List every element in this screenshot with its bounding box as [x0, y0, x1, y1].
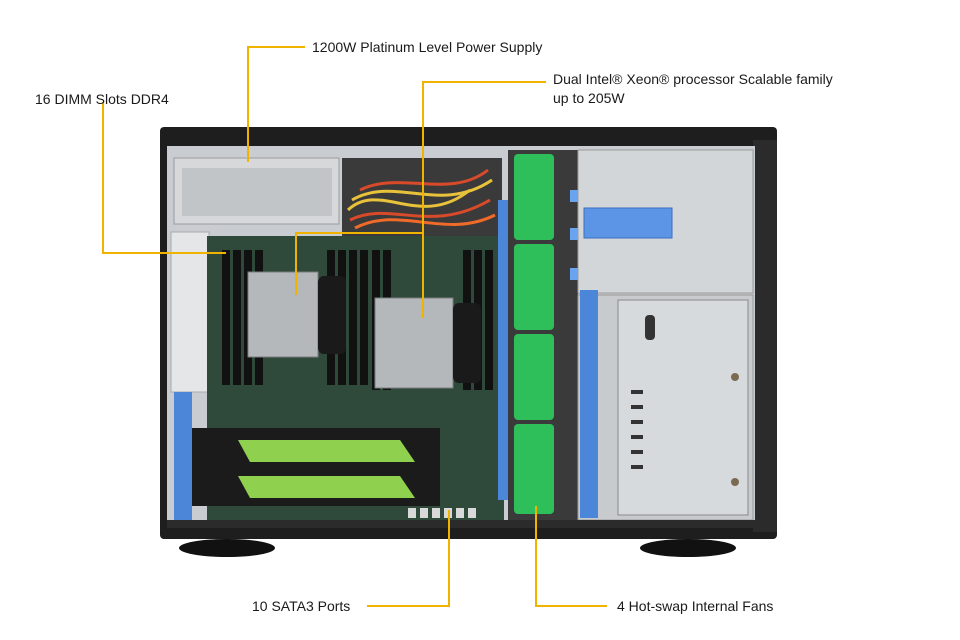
left-bracket	[170, 231, 210, 393]
cpu-heatsink-1	[247, 271, 319, 358]
callout-power-supply: 1200W Platinum Level Power Supply	[312, 39, 543, 55]
chassis-foot-right	[640, 539, 736, 557]
cage-screw-1	[731, 373, 739, 381]
cpu-fan-2	[453, 303, 481, 383]
callout-fans: 4 Hot-swap Internal Fans	[617, 598, 774, 614]
leader-fans	[535, 506, 607, 607]
pcie-bracket	[174, 392, 192, 520]
callout-processor-line2: up to 205W	[553, 90, 625, 106]
cage-screw-2	[731, 478, 739, 486]
leader-dimm	[102, 102, 226, 254]
leader-power-supply	[247, 46, 305, 162]
bay-latch-2	[570, 228, 578, 240]
cpu-heatsink-2	[374, 297, 454, 389]
leader-processor	[422, 81, 546, 318]
optical-bay-handle	[583, 207, 673, 239]
callout-leader-lines	[102, 46, 607, 607]
chassis-side-panel	[753, 140, 777, 532]
callout-sata: 10 SATA3 Ports	[252, 598, 351, 614]
fan-rail	[498, 200, 508, 500]
drive-cage-blue-rail	[580, 290, 598, 518]
gpu-accent-1	[238, 440, 415, 462]
cpu-fan-1	[318, 276, 346, 354]
hotswap-fan-4	[514, 424, 554, 514]
chassis-bottom-rail	[167, 520, 755, 528]
callout-processor-line1: Dual Intel® Xeon® processor Scalable fam…	[553, 71, 833, 87]
hotswap-fan-2	[514, 244, 554, 330]
chassis-foot-left	[179, 539, 275, 557]
power-supply-vent	[182, 168, 332, 216]
hotswap-fan-1	[514, 154, 554, 240]
callout-dimm: 16 DIMM Slots DDR4	[35, 91, 169, 107]
gpu-accent-2	[238, 476, 415, 498]
hotswap-fan-3	[514, 334, 554, 420]
leader-processor-branch	[295, 232, 423, 295]
bay-latch-3	[570, 268, 578, 280]
leader-sata	[367, 510, 450, 607]
cage-vents	[631, 315, 655, 469]
bay-latch-1	[570, 190, 578, 202]
